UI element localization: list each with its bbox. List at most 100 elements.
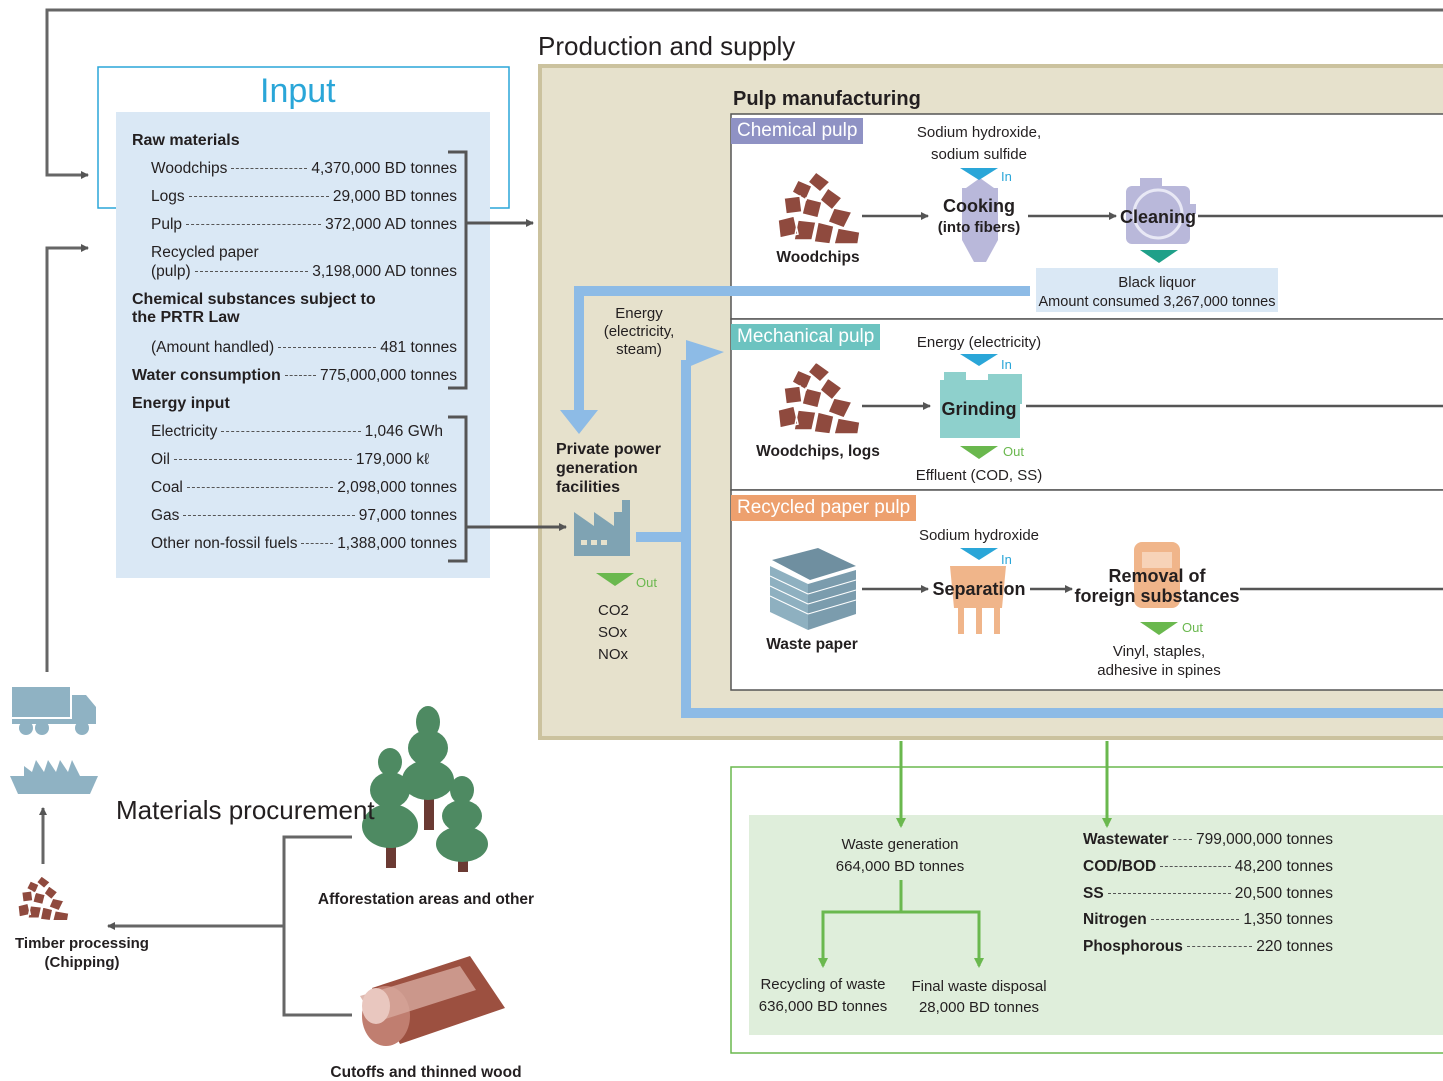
- production-title: Production and supply: [538, 31, 796, 61]
- cooking-label: Cooking: [943, 196, 1015, 216]
- separator-icon: [950, 566, 1006, 634]
- chem-in-label-1: Sodium hydroxide,: [916, 124, 1042, 141]
- waste-split-2: [901, 910, 984, 968]
- energy-input-heading: Energy input: [132, 395, 230, 412]
- factory-icon: [574, 500, 630, 556]
- waste-paper-label: Waste paper: [766, 636, 858, 653]
- prtr-heading-1: Chemical substances subject to: [132, 291, 376, 308]
- input-title: Input: [260, 72, 336, 110]
- output-panel: [749, 815, 1443, 1035]
- top-loop-line: [45, 8, 1443, 179]
- ship-icon: [10, 760, 98, 794]
- mechanical-pulp-tag: Mechanical pulp: [731, 324, 881, 350]
- mech-energy-label: Energy (electricity): [916, 334, 1042, 351]
- final-disposal-amount: 28,000 BD tonnes: [918, 999, 1040, 1016]
- in-arrow-cooking: [960, 168, 998, 180]
- removal-label-2: foreign substances: [1074, 586, 1240, 606]
- logs-icon: [360, 956, 505, 1046]
- energy-down-arrowhead: [560, 410, 598, 434]
- black-liquor-amount: Amount consumed 3,267,000 tonnes: [1038, 294, 1276, 310]
- black-liquor-label: Black liquor: [1118, 274, 1196, 291]
- digester-icon: [962, 178, 998, 262]
- final-disposal-label: Final waste disposal: [911, 978, 1047, 995]
- waste-paper-icon: [769, 548, 857, 630]
- timber-chips-icon: [17, 875, 70, 922]
- grinding-out-label: Out: [1003, 444, 1024, 459]
- prtr-heading-2: the PRTR Law: [132, 309, 240, 326]
- emission-sox: SOx: [598, 624, 628, 641]
- chem-in-label-2: sodium sulfide: [931, 146, 1027, 163]
- in-arrow-grinding: [960, 354, 998, 366]
- power-to-mills-line: [636, 532, 1443, 718]
- procurement-title: Materials procurement: [116, 795, 375, 825]
- procurement-bracket: [282, 835, 352, 1017]
- effluent-label: Effluent (COD, SS): [915, 467, 1043, 484]
- prtr-row: (Amount handled)481 tonnes: [151, 339, 457, 356]
- emission-co2: CO2: [598, 602, 629, 619]
- cooking-sub-label: (into fibers): [937, 219, 1021, 236]
- recycled-pulp-tag: Recycled paper pulp: [731, 495, 917, 521]
- out-arrow-cleaning: [1140, 250, 1178, 263]
- bracket-raw: [448, 150, 468, 390]
- out-arrow-grinding: [960, 446, 998, 459]
- input-panel: [116, 112, 490, 578]
- woodchips-label: Woodchips: [776, 249, 860, 266]
- separation-in-label: In: [1001, 552, 1012, 567]
- removal-vessel-icon: [1134, 542, 1180, 608]
- out-arrow-power: [596, 573, 634, 586]
- black-liquor-energy-line: [574, 286, 1030, 412]
- woodchips-logs-icon: [777, 360, 861, 435]
- energy-label-1: Energy: [615, 305, 663, 322]
- recycling-amount: 636,000 BD tonnes: [758, 998, 888, 1015]
- supply-line: [45, 244, 89, 672]
- trees-icon: [362, 706, 488, 872]
- in-arrow-separation: [960, 548, 998, 560]
- energy-label-2: (electricity,: [603, 323, 675, 340]
- residue-label-1: Vinyl, staples,: [1112, 643, 1206, 660]
- power-facility-3: facilities: [556, 479, 621, 496]
- removal-out-label: Out: [1182, 620, 1203, 635]
- woodchips-logs-label: Woodchips, logs: [756, 443, 880, 460]
- black-liquor-box: [1036, 268, 1278, 312]
- energy-right-arrowhead: [686, 340, 724, 368]
- cutoffs-label: Cutoffs and thinned wood: [330, 1064, 522, 1081]
- grinding-in-label: In: [1001, 357, 1012, 372]
- waste-split: [818, 880, 903, 968]
- woodchips-icon: [777, 170, 861, 245]
- bracket-energy: [448, 415, 468, 563]
- waste-generation-label: Waste generation: [841, 836, 959, 853]
- rec-chem-in-label: Sodium hydroxide: [918, 527, 1040, 544]
- raw-row-recycled: (pulp)3,198,000 AD tonnes: [151, 263, 457, 280]
- recycling-label: Recycling of waste: [760, 976, 886, 993]
- timber-processing-label-2: (Chipping): [44, 954, 120, 971]
- raw-row-recycled-label: Recycled paper: [151, 244, 259, 261]
- timber-processing-label-1: Timber processing: [15, 935, 149, 952]
- afforestation-label: Afforestation areas and other: [317, 891, 535, 908]
- grinder-icon: [940, 372, 1022, 438]
- cooking-in-label: In: [1001, 169, 1012, 184]
- pulp-manufacturing-title: Pulp manufacturing: [733, 88, 921, 110]
- power-out-label: Out: [636, 575, 657, 590]
- out-arrow-removal: [1140, 622, 1178, 635]
- waste-generation-amount: 664,000 BD tonnes: [835, 858, 965, 875]
- truck-icon: [12, 687, 96, 735]
- removal-label-1: Removal of: [1108, 566, 1206, 586]
- power-facility-2: generation: [556, 460, 638, 477]
- cleaning-label: Cleaning: [1119, 207, 1197, 227]
- residue-label-2: adhesive in spines: [1097, 662, 1221, 679]
- emission-nox: NOx: [598, 646, 628, 663]
- raw-materials-heading: Raw materials: [132, 132, 240, 149]
